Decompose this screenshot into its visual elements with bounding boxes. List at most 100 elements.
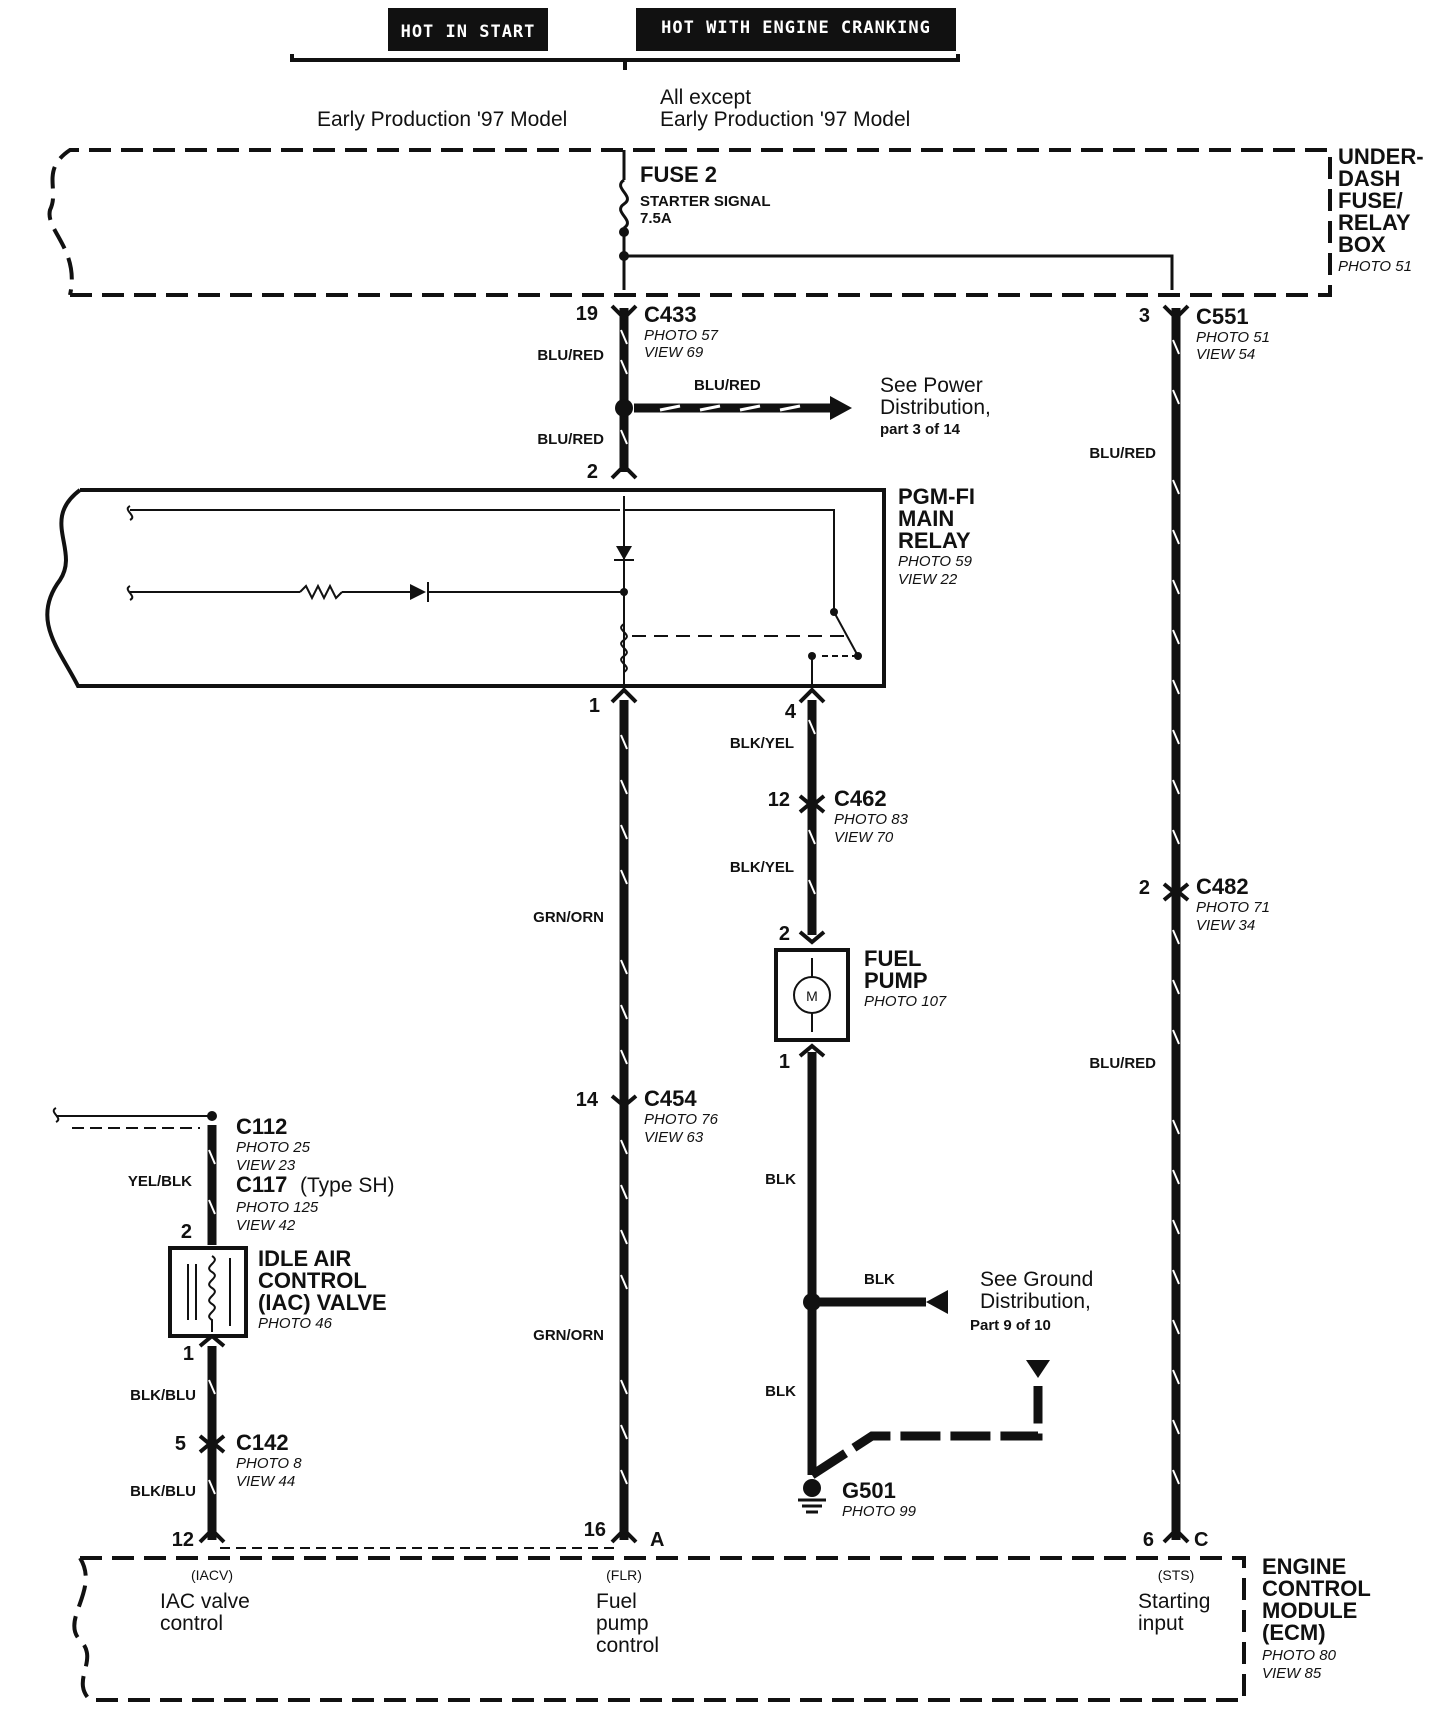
iac-pin-bottom: 1 (183, 1343, 194, 1365)
c433-name: C433 (644, 302, 697, 327)
wire-label-blu-red-4: BLU/RED (1089, 1055, 1156, 1072)
c117-photo: PHOTO 125 (236, 1199, 319, 1216)
iac-label-1: IDLE AIR (258, 1246, 351, 1271)
connector-c454: 14 C454 PHOTO 76 VIEW 63 (576, 1086, 719, 1146)
wires (207, 308, 1181, 1540)
power-distribution-branch: BLU/RED See Power Distribution, part 3 o… (615, 374, 991, 438)
ecm-label-1: ENGINE (1262, 1554, 1346, 1579)
wire-label-blk-blu-1: BLK/BLU (130, 1387, 196, 1404)
c454-photo: PHOTO 76 (644, 1111, 719, 1128)
ground-g501: G501 PHOTO 99 (798, 1478, 917, 1520)
c112-photo: PHOTO 25 (236, 1139, 311, 1156)
ecm-pin-sts-desc-2: input (1138, 1612, 1184, 1635)
relay-pin-left: 1 (589, 695, 600, 717)
ecm-label-2: CONTROL (1262, 1576, 1371, 1601)
ecm-pin-iacv-code: (IACV) (191, 1567, 233, 1583)
fuse-box-label-2: DASH (1338, 166, 1400, 191)
relay-label-1: PGM-FI (898, 484, 975, 509)
engine-control-module: 12 16 A 6 C (IACV) IAC valve control (FL… (72, 1519, 1371, 1702)
c112-view: VIEW 23 (236, 1157, 296, 1174)
ecm-view: VIEW 85 (1262, 1665, 1322, 1682)
ecm-pin-sts-code: (STS) (1158, 1567, 1195, 1583)
c551-pin: 3 (1139, 305, 1150, 327)
connector-c551: 3 C551 PHOTO 51 VIEW 54 (1139, 304, 1270, 363)
ecm-pin-flr-desc-2: pump (596, 1612, 649, 1635)
wire-label-blk-branch: BLK (864, 1271, 895, 1288)
c482-pin: 2 (1139, 877, 1150, 899)
c551-photo: PHOTO 51 (1196, 329, 1270, 346)
ground-distribution-branch: BLK See Ground Distribution, Part 9 of 1… (803, 1268, 1093, 1334)
fuse-box-label-1: UNDER- (1338, 144, 1424, 169)
relay-view: VIEW 22 (898, 571, 958, 588)
wire-label-blk-yel-2: BLK/YEL (730, 859, 794, 876)
c551-view: VIEW 54 (1196, 346, 1255, 363)
c142-photo: PHOTO 8 (236, 1455, 302, 1472)
connector-c112-c117: C112 PHOTO 25 VIEW 23 C117 (Type SH) PHO… (236, 1114, 395, 1234)
ecm-pin-iacv-desc-2: control (160, 1612, 223, 1635)
fuel-pump-pin-bottom: 1 (779, 1051, 790, 1073)
wire-label-yel-blk: YEL/BLK (128, 1173, 192, 1190)
c112-name: C112 (236, 1114, 287, 1139)
c462-view: VIEW 70 (834, 829, 894, 846)
fuse-rating: 7.5A (640, 210, 672, 227)
wire-label-blu-red-1: BLU/RED (537, 347, 604, 364)
wire-label-grn-orn-2: GRN/ORN (533, 1327, 604, 1344)
ecm-label-3: MODULE (1262, 1598, 1357, 1623)
ecm-pin-flr-num: 16 (584, 1519, 606, 1541)
fuse-box-label-5: BOX (1338, 232, 1386, 257)
iac-pin-top: 2 (181, 1221, 192, 1243)
iac-label-3: (IAC) VALVE (258, 1290, 387, 1315)
ground-ref-line3: Part 9 of 10 (970, 1317, 1051, 1334)
fuel-pump-pin-top: 2 (779, 923, 790, 945)
ecm-pin-sts-num: 6 (1143, 1529, 1154, 1551)
connector-c462: 12 C462 PHOTO 83 VIEW 70 (768, 786, 909, 846)
c142-name: C142 (236, 1430, 289, 1455)
ecm-pin-flr-code: (FLR) (606, 1567, 642, 1583)
fuel-pump: M 2 1 FUEL PUMP PHOTO 107 (774, 923, 947, 1073)
ecm-pin-sts-desc-1: Starting (1138, 1590, 1210, 1613)
ecm-pin-flr-letter: A (650, 1529, 664, 1551)
fuse-desc: STARTER SIGNAL (640, 193, 771, 210)
c142-view: VIEW 44 (236, 1473, 295, 1490)
badge-hot-in-start-label: HOT IN START (401, 22, 536, 42)
fuse-2-label: FUSE 2 (640, 162, 717, 187)
pgm-fi-main-relay: 2 1 4 PGM-FI MAIN RELAY PHOTO 59 VIEW 22 (45, 461, 975, 723)
iac-valve: 2 1 IDLE AIR CONTROL (IAC) VALVE PHOTO 4… (168, 1221, 387, 1365)
ecm-pin-sts-letter: C (1194, 1529, 1208, 1551)
c462-pin: 12 (768, 789, 790, 811)
ground-ref-line1: See Ground (980, 1268, 1093, 1291)
header: HOT IN START HOT WITH ENGINE CRANKING Ea… (290, 8, 960, 131)
variant-right-line1: All except (660, 86, 751, 109)
ecm-pin-flr-desc-3: control (596, 1634, 659, 1657)
wire-label-blu-red-branch: BLU/RED (694, 377, 761, 394)
variant-left-label: Early Production '97 Model (317, 108, 567, 131)
c551-name: C551 (1196, 304, 1249, 329)
ecm-photo: PHOTO 80 (1262, 1647, 1337, 1664)
c454-name: C454 (644, 1086, 697, 1111)
fuel-pump-photo: PHOTO 107 (864, 993, 947, 1010)
g501-photo: PHOTO 99 (842, 1503, 917, 1520)
wire-label-blk-1: BLK (765, 1171, 796, 1188)
motor-label: M (806, 988, 818, 1004)
iac-label-2: CONTROL (258, 1268, 367, 1293)
g501-name: G501 (842, 1478, 896, 1503)
iac-photo: PHOTO 46 (258, 1315, 333, 1332)
c433-photo: PHOTO 57 (644, 327, 719, 344)
fuse-box-photo: PHOTO 51 (1338, 258, 1412, 275)
relay-label-3: RELAY (898, 528, 971, 553)
wire-label-blk-blu-2: BLK/BLU (130, 1483, 196, 1500)
ecm-pin-flr-desc-1: Fuel (596, 1590, 637, 1613)
ecm-pin-iacv-num: 12 (172, 1529, 194, 1551)
c462-name: C462 (834, 786, 887, 811)
wire-label-blu-red-2: BLU/RED (537, 431, 604, 448)
connector-glyphs (198, 304, 1190, 1544)
badge-hot-cranking-label: HOT WITH ENGINE CRANKING (661, 18, 931, 38)
c117-suffix: (Type SH) (300, 1174, 395, 1197)
fuel-pump-label-2: PUMP (864, 968, 928, 993)
c454-view: VIEW 63 (644, 1129, 704, 1146)
wire-label-grn-orn-1: GRN/ORN (533, 909, 604, 926)
c142-pin: 5 (175, 1433, 186, 1455)
c454-pin: 14 (576, 1089, 599, 1111)
relay-label-2: MAIN (898, 506, 954, 531)
